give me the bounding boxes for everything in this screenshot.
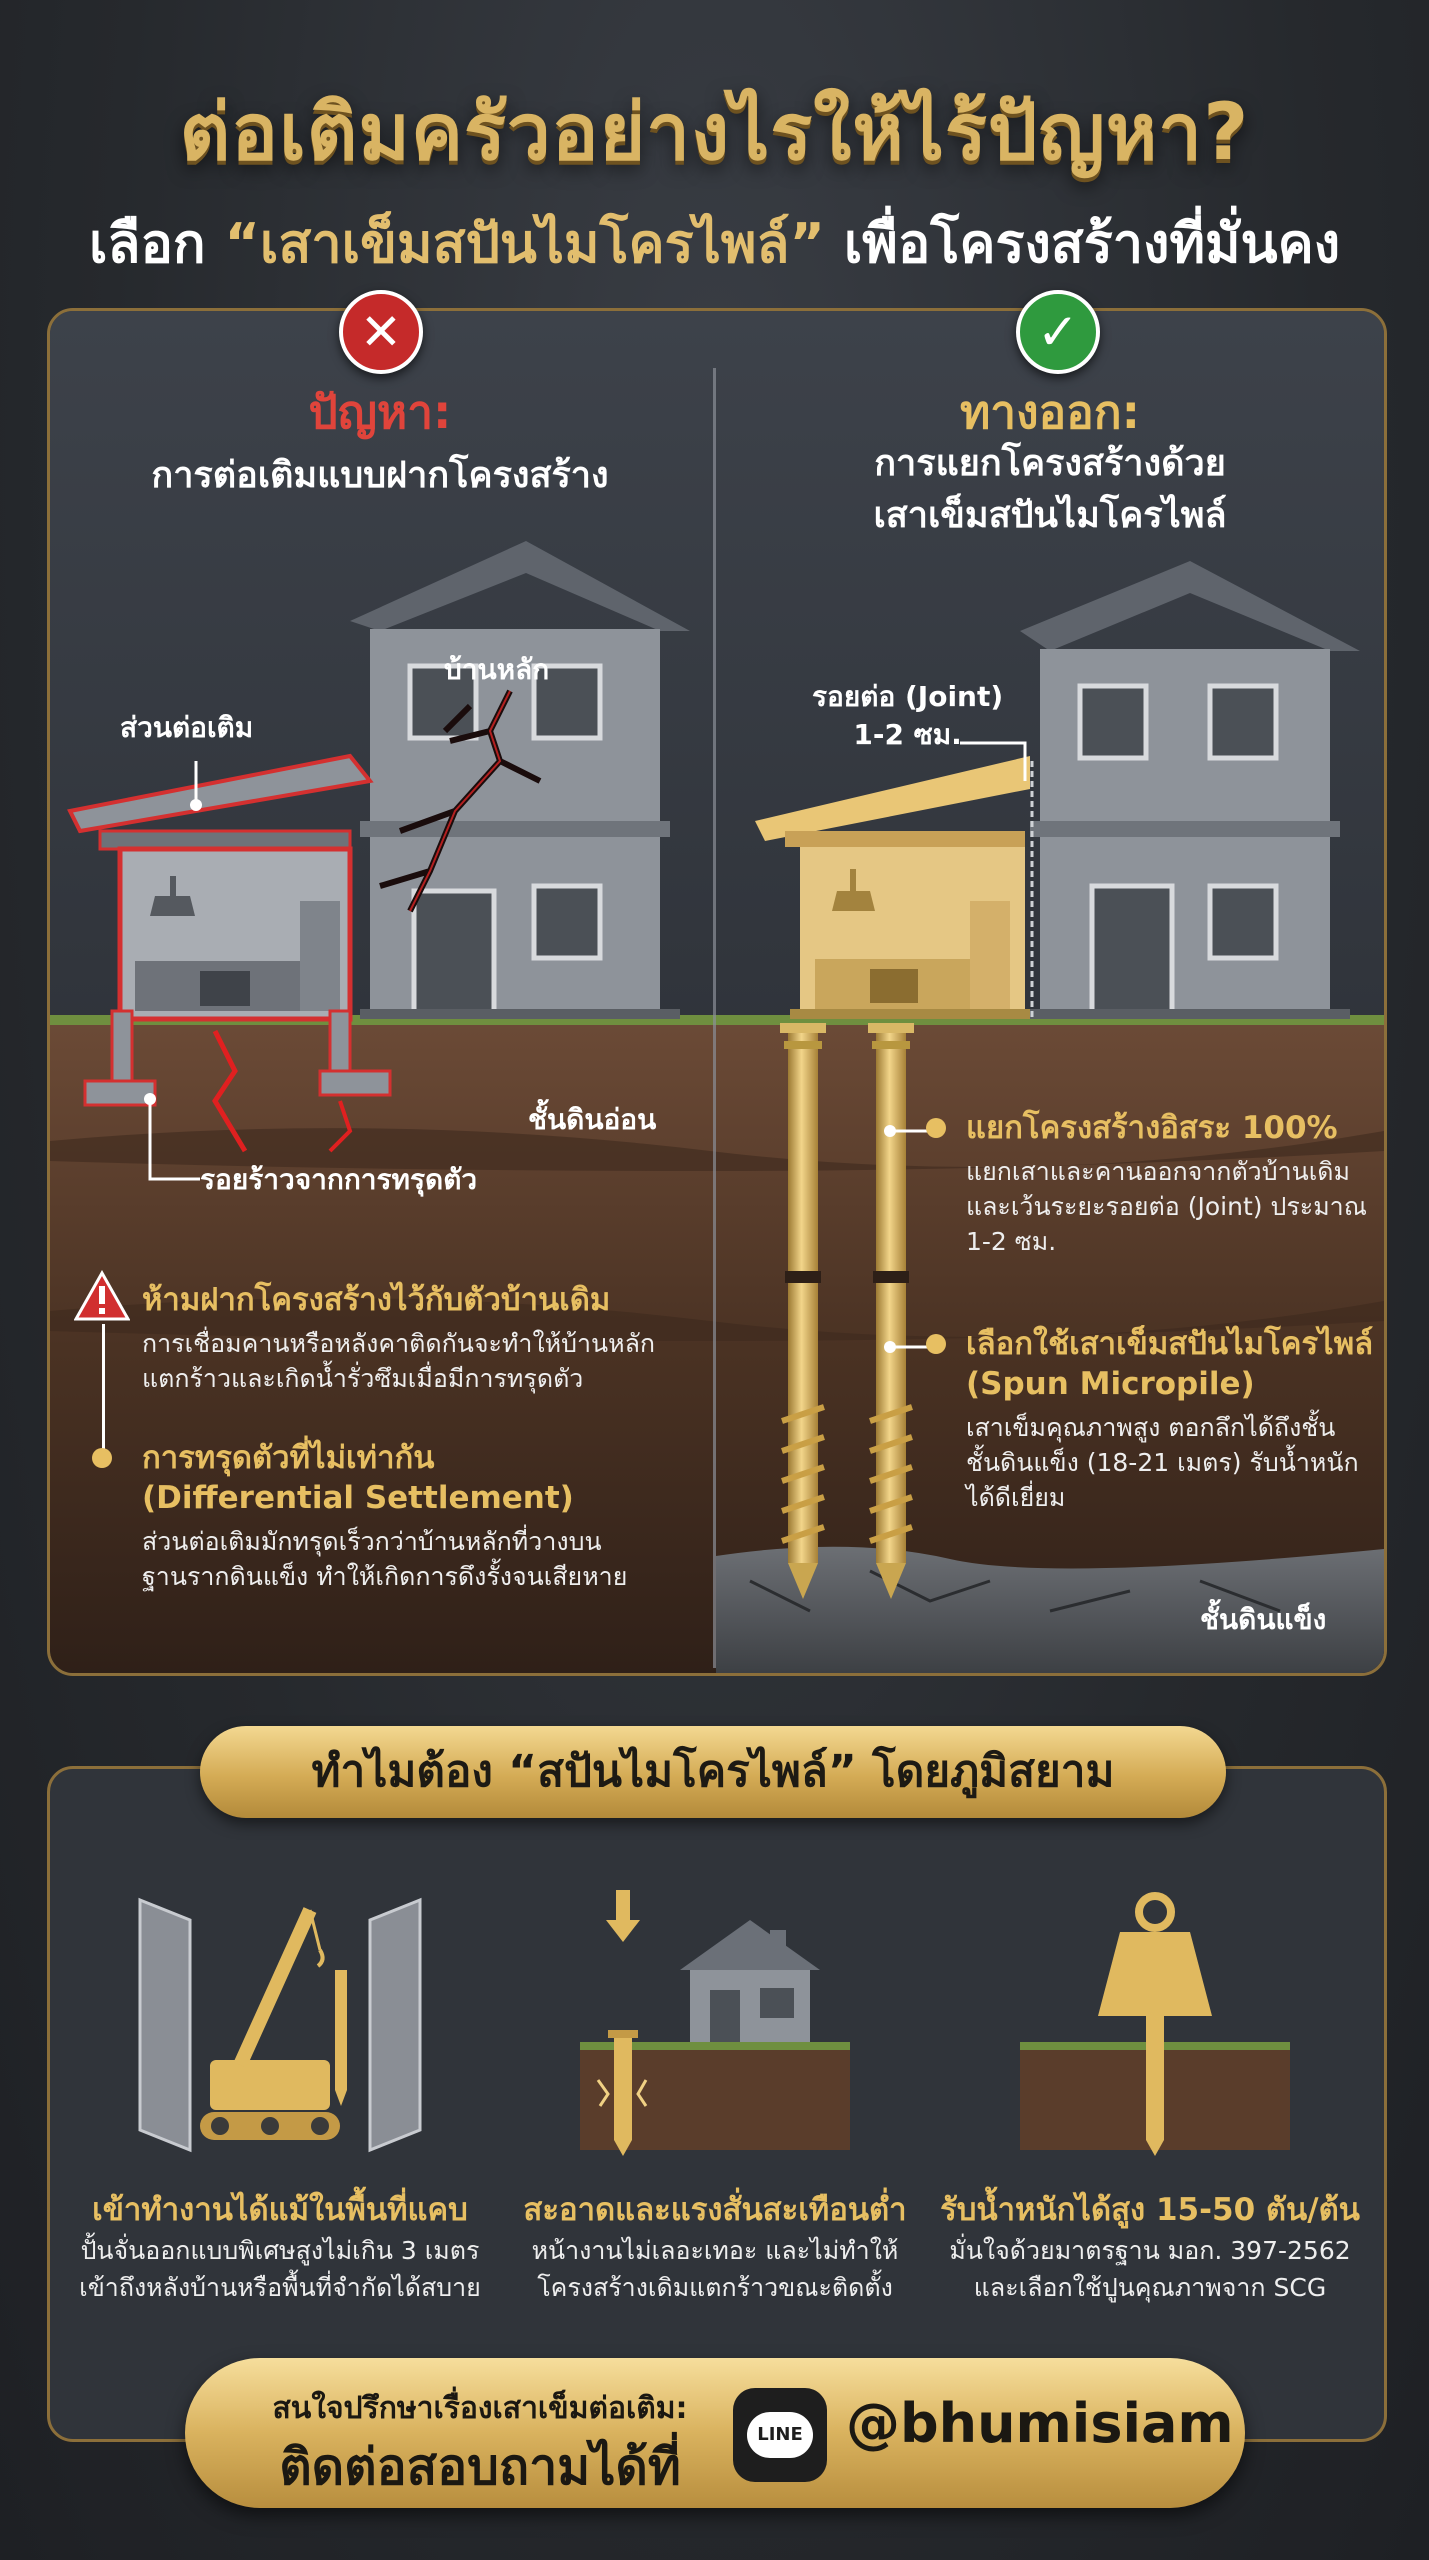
warning-body-line2: แตกร้าวและเกิดน้ำรั่วซึมเมื่อมีการทรุดตั… [142, 1364, 584, 1393]
p2-bullet [926, 1334, 946, 1354]
warning-body: การเชื่อมคานหรือหลังคาติดกันจะทำให้บ้านห… [142, 1326, 655, 1396]
settle-title: การทรุดตัวที่ไม่เท่ากัน (Differential Se… [142, 1438, 574, 1518]
settle-body-line2: ฐานรากดินแข็ง ทำให้เกิดการดึงรั้งจนเสียห… [142, 1562, 628, 1591]
right-extension [755, 756, 1034, 1019]
warning-body-line1: การเชื่อมคานหรือหลังคาติดกันจะทำให้บ้านห… [142, 1329, 656, 1358]
line-icon[interactable]: LINE [733, 2388, 827, 2482]
crane-icon [138, 1897, 422, 2153]
settle-title-line2: (Differential Settlement) [142, 1480, 574, 1516]
feature-1-body-line1: ปั้นจั่นออกแบบพิเศษสูงไม่เกิน 3 เมตร [80, 2236, 480, 2265]
p1-body-line3: 1-2 ซม. [966, 1227, 1057, 1256]
label-joint-line2: 1-2 ซม. [853, 718, 962, 751]
comparison-panel [47, 308, 1387, 1676]
label-hard-soil: ชั้นดินแข็ง [1200, 1603, 1327, 1636]
label-joint-line1: รอยต่อ (Joint) [812, 680, 1004, 713]
label-joint: รอยต่อ (Joint) 1-2 ซม. [812, 678, 1003, 754]
label-main-house: บ้านหลัก [444, 653, 550, 686]
label-soft-soil: ชั้นดินอ่อน [528, 1103, 657, 1136]
line-handle-link[interactable]: @bhumisiam [846, 2392, 1234, 2455]
sub-title-prefix: เลือก [88, 212, 206, 275]
settle-body-line1: ส่วนต่อเติมมักทรุดเร็วกว่าบ้านหลักที่วาง… [142, 1527, 602, 1556]
p2-title-line1: เลือกใช้เสาเข็มสปันไมโครไพล์ [966, 1326, 1374, 1362]
p2-body-line3: ได้ดีเยี่ยม [966, 1483, 1066, 1512]
warning-icon [74, 1270, 130, 1321]
feature-2-body-line1: หน้างานไม่เลอะเทอะ และไม่ทำให้ [531, 2236, 899, 2265]
warning-connector [102, 1324, 105, 1454]
label-crack: รอยร้าวจากการทรุดตัว [200, 1163, 478, 1196]
left-extension [67, 753, 392, 1153]
feature-1-body: ปั้นจั่นออกแบบพิเศษสูงไม่เกิน 3 เมตร เข้… [60, 2232, 500, 2306]
p2-body-line2: ชั้นดินแข็ง (18-21 เมตร) รับน้ำหนัก [966, 1448, 1359, 1477]
p2-body-line1: เสาเข็มคุณภาพสูง ตอกลึกได้ถึงชั้น [966, 1413, 1336, 1442]
feature-3-title: รับน้ำหนักได้สูง 15-50 ตัน/ต้น [940, 2192, 1360, 2228]
feature-3-body: มั่นใจด้วยมาตรฐาน มอก. 397-2562 และเลือก… [930, 2232, 1370, 2306]
p1-body-line1: แยกเสาและคานออกจากตัวบ้านเดิม [966, 1157, 1350, 1186]
sub-title-suffix: เพื่อโครงสร้างที่มั่นคง [843, 212, 1341, 275]
p2-body: เสาเข็มคุณภาพสูง ตอกลึกได้ถึงชั้น ชั้นดิ… [966, 1410, 1359, 1515]
feature-1-body-line2: เข้าถึงหลังบ้านหรือพื้นที่จำกัดได้สบาย [79, 2273, 481, 2302]
p1-body-line2: และเว้นระยะรอยต่อ (Joint) ประมาณ [966, 1192, 1367, 1221]
feature-3-body-line2: และเลือกใช้ปูนคุณภาพจาก SCG [973, 2273, 1327, 2302]
settle-body: ส่วนต่อเติมมักทรุดเร็วกว่าบ้านหลักที่วาง… [142, 1524, 627, 1594]
panel-divider [713, 368, 716, 1668]
sub-title-highlight: “เสาเข็มสปันไมโครไพล์” [224, 212, 826, 275]
contact-heading: ติดต่อสอบถามได้ที่ [279, 2438, 681, 2496]
settle-title-line1: การทรุดตัวที่ไม่เท่ากัน [142, 1440, 435, 1476]
p2-title-line2: (Spun Micropile) [966, 1366, 1255, 1402]
sub-title: เลือก “เสาเข็มสปันไมโครไพล์” เพื่อโครงสร… [0, 200, 1429, 286]
line-icon-label: LINE [747, 2412, 813, 2458]
spun-micropiles [780, 1023, 914, 1599]
contact-intro: สนใจปรึกษาเรื่องเสาเข็มต่อเติม: [272, 2391, 688, 2426]
comparison-illustration [50, 311, 1384, 1673]
check-icon: ✓ [1016, 290, 1100, 374]
problem-subtitle: การต่อเติมแบบฝากโครงสร้าง [151, 455, 609, 496]
feature-2-body: หน้างานไม่เลอะเทอะ และไม่ทำให้ โครงสร้าง… [500, 2232, 930, 2306]
settle-bullet [92, 1448, 112, 1468]
feature-1-title: เข้าทำงานได้แม้ในพื้นที่แคบ [92, 2192, 468, 2228]
feature-2-title: สะอาดและแรงสั่นสะเทือนต่ำ [523, 2192, 907, 2228]
p1-body: แยกเสาและคานออกจากตัวบ้านเดิม และเว้นระย… [966, 1154, 1367, 1259]
solution-subtitle-line1: การแยกโครงสร้างด้วย [874, 443, 1226, 484]
close-icon: ✕ [339, 290, 423, 374]
solution-title: ทางออก: [959, 385, 1141, 439]
right-main-house [1020, 561, 1360, 1019]
warning-title: ห้ามฝากโครงสร้างไว้กับตัวบ้านเดิม [142, 1282, 611, 1318]
contact-banner[interactable] [185, 2358, 1245, 2508]
p2-title: เลือกใช้เสาเข็มสปันไมโครไพล์ (Spun Micro… [966, 1324, 1373, 1404]
pile-house-icon [580, 1890, 850, 2156]
p1-title: แยกโครงสร้างอิสระ 100% [966, 1110, 1338, 1146]
feature-2-body-line2: โครงสร้างเดิมแตกร้าวขณะติดตั้ง [537, 2273, 893, 2302]
weight-icon [1020, 1892, 1290, 2156]
feature-3-body-line1: มั่นใจด้วยมาตรฐาน มอก. 397-2562 [949, 2236, 1351, 2265]
why-banner: ทำไมต้อง “สปันไมโครไพล์” โดยภูมิสยาม [200, 1726, 1226, 1818]
solution-subtitle-line2: เสาเข็มสปันไมโครไพล์ [873, 495, 1227, 536]
main-title: ต่อเติมครัวอย่างไรให้ไร้ปัญหา? [179, 88, 1250, 178]
solution-subtitle: การแยกโครงสร้างด้วย เสาเข็มสปันไมโครไพล์ [730, 438, 1370, 542]
label-extension: ส่วนต่อเติม [120, 711, 254, 744]
p1-bullet [926, 1118, 946, 1138]
problem-title: ปัญหา: [308, 385, 452, 439]
left-main-house [350, 541, 690, 1019]
